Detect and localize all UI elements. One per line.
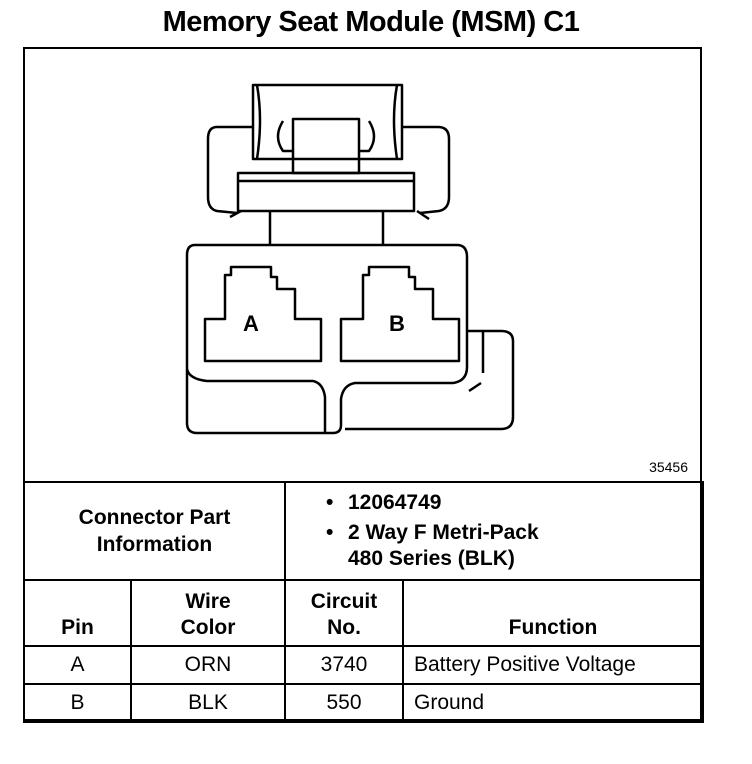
connector-part-label: Connector Part Information (23, 481, 286, 581)
page-title: Memory Seat Module (MSM) C1 (162, 6, 580, 38)
header-pin: Pin (23, 579, 132, 647)
cavity-b (339, 265, 461, 363)
connector-info-table: Connector Part Information • 12064749 • … (23, 481, 704, 723)
table-header-row: Pin Wire Color Circuit No. Function (23, 579, 704, 647)
header-circuit-no: Circuit No. (284, 579, 404, 647)
latch-tab (291, 117, 361, 175)
latch-housing (251, 83, 404, 161)
connector-body (185, 243, 469, 435)
header-wire-color: Wire Color (130, 579, 286, 647)
part-series: 480 Series (BLK) (348, 547, 515, 570)
table-row: B BLK 550 Ground (23, 683, 704, 723)
circuit-cell: 550 (284, 683, 404, 723)
connector-drawing: A B (185, 83, 515, 435)
pin-label-b: B (389, 311, 405, 336)
bullet-icon: • (326, 491, 334, 514)
cavity-a (203, 265, 323, 363)
pin-cell: A (23, 645, 132, 685)
part-type-item: • 2 Way F Metri-Pack (326, 520, 702, 546)
wire-color-cell: BLK (130, 683, 286, 723)
bullet-icon: • (326, 521, 334, 544)
function-cell: Battery Positive Voltage (402, 645, 704, 685)
part-number: 12064749 (348, 491, 442, 514)
diagram-frame: A B 35456 Connector Part Information • 1… (23, 47, 704, 723)
header-function: Function (402, 579, 704, 647)
shoulder-outline (206, 125, 253, 215)
figure-number: 35456 (649, 459, 688, 475)
lock-bar (236, 171, 416, 213)
pin-cell: B (23, 683, 132, 723)
connector-part-details: • 12064749 • 2 Way F Metri-Pack 480 Seri… (284, 481, 704, 581)
part-number-item: • 12064749 (326, 490, 702, 516)
part-info-row: Connector Part Information • 12064749 • … (23, 481, 704, 581)
pin-label-a: A (243, 311, 259, 336)
function-cell: Ground (402, 683, 704, 723)
part-type: 2 Way F Metri-Pack (348, 521, 539, 544)
table-row: A ORN 3740 Battery Positive Voltage (23, 645, 704, 685)
wire-color-cell: ORN (130, 645, 286, 685)
circuit-cell: 3740 (284, 645, 404, 685)
